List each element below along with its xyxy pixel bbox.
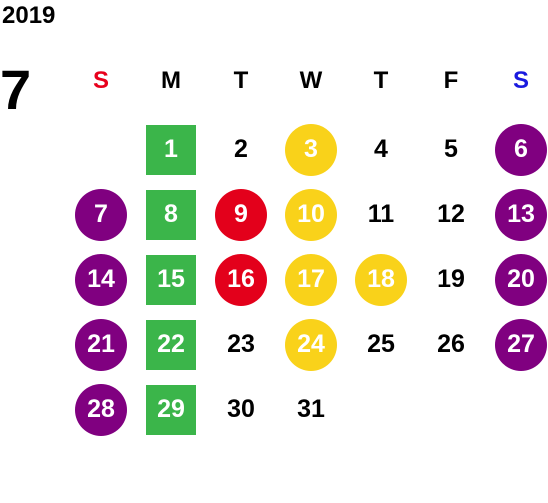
day-2[interactable]: 2: [234, 135, 248, 163]
weekday-tuesday: T: [233, 67, 249, 94]
calendar-cell: [416, 377, 486, 442]
calendar-cell: 21: [66, 312, 136, 377]
calendar-cell: 9: [206, 182, 276, 247]
weekday-sunday: S: [92, 67, 109, 94]
weekday-saturday: S: [512, 67, 529, 94]
calendar-cell: 24: [276, 312, 346, 377]
day-22[interactable]: 22: [146, 319, 196, 370]
day-1[interactable]: 1: [146, 124, 196, 175]
calendar-cell: 31: [276, 377, 346, 442]
day-24[interactable]: 24: [285, 318, 337, 371]
day-18[interactable]: 18: [355, 253, 407, 306]
calendar-cell: 5: [416, 117, 486, 182]
calendar-cell: 27: [486, 312, 548, 377]
day-11[interactable]: 11: [367, 200, 395, 228]
weekday-friday: F: [443, 67, 459, 94]
day-31[interactable]: 31: [297, 395, 325, 423]
calendar-cell: 22: [136, 312, 206, 377]
day-4[interactable]: 4: [374, 135, 388, 163]
calendar-cell: 14: [66, 247, 136, 312]
calendar-cell: 11: [346, 182, 416, 247]
calendar-cell: 6: [486, 117, 548, 182]
day-14[interactable]: 14: [75, 253, 127, 306]
calendar-cell: 13: [486, 182, 548, 247]
calendar-cell: [346, 377, 416, 442]
calendar-cell: [486, 377, 548, 442]
day-29[interactable]: 29: [146, 384, 196, 435]
calendar-cell: 4: [346, 117, 416, 182]
day-17[interactable]: 17: [285, 253, 337, 306]
day-19[interactable]: 19: [437, 265, 465, 293]
weekday-monday: M: [161, 67, 181, 94]
month-number: 7: [0, 58, 32, 121]
day-25[interactable]: 25: [367, 330, 395, 358]
day-7[interactable]: 7: [75, 188, 127, 241]
day-30[interactable]: 30: [227, 395, 255, 423]
calendar-cell: 23: [206, 312, 276, 377]
calendar-cell: 19: [416, 247, 486, 312]
day-15[interactable]: 15: [146, 254, 196, 305]
day-3[interactable]: 3: [285, 123, 337, 176]
day-13[interactable]: 13: [495, 188, 547, 241]
day-5[interactable]: 5: [444, 135, 458, 163]
calendar-cell: 7: [66, 182, 136, 247]
calendar-cell: 25: [346, 312, 416, 377]
calendar-cell: 1: [136, 117, 206, 182]
calendar-cell: 18: [346, 247, 416, 312]
year-label: 2019: [2, 2, 56, 29]
day-16[interactable]: 16: [215, 253, 267, 306]
calendar-cell: 28: [66, 377, 136, 442]
weekday-wednesday: W: [299, 67, 323, 94]
calendar-cell: 30: [206, 377, 276, 442]
day-27[interactable]: 27: [495, 318, 547, 371]
day-20[interactable]: 20: [495, 253, 547, 306]
day-12[interactable]: 12: [437, 200, 465, 228]
weekday-thursday: T: [373, 67, 389, 94]
day-21[interactable]: 21: [75, 318, 127, 371]
day-10[interactable]: 10: [285, 188, 337, 241]
calendar-cell: 12: [416, 182, 486, 247]
calendar-cell: 2: [206, 117, 276, 182]
calendar-cell: 16: [206, 247, 276, 312]
calendar-cell: 20: [486, 247, 548, 312]
day-6[interactable]: 6: [495, 123, 547, 176]
calendar-cell: 8: [136, 182, 206, 247]
day-8[interactable]: 8: [146, 189, 196, 240]
calendar-cell: 29: [136, 377, 206, 442]
calendar-cell: 3: [276, 117, 346, 182]
day-28[interactable]: 28: [75, 383, 127, 436]
calendar-cell: 15: [136, 247, 206, 312]
calendar-cell: 10: [276, 182, 346, 247]
day-23[interactable]: 23: [227, 330, 255, 358]
day-9[interactable]: 9: [215, 188, 267, 241]
calendar-cell: 26: [416, 312, 486, 377]
calendar-cell: 17: [276, 247, 346, 312]
day-26[interactable]: 26: [437, 330, 465, 358]
calendar-cell: [66, 117, 136, 182]
